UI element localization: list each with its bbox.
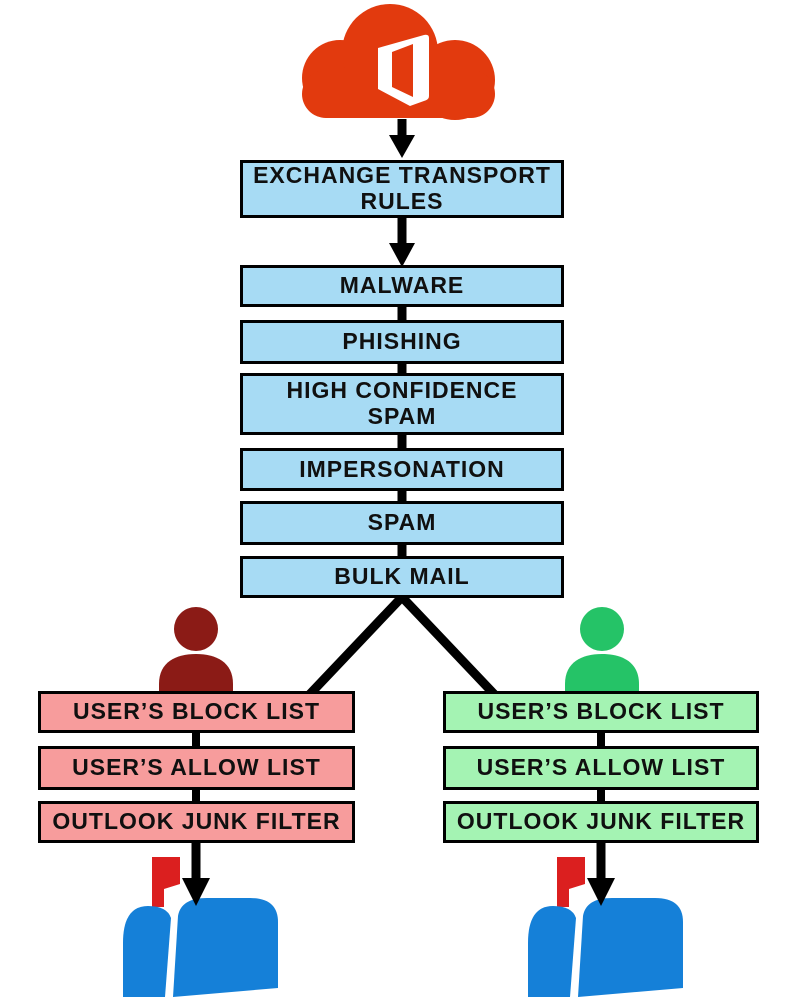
- node-impersonation: IMPERSONATION: [240, 448, 564, 491]
- node-malware: MALWARE: [240, 265, 564, 307]
- mailbox-icon-left: [123, 857, 278, 997]
- node-left-users-block-list: USER’S BLOCK LIST: [38, 691, 355, 733]
- office-logo-icon: [378, 34, 429, 106]
- flag-icon: [557, 857, 585, 907]
- mailbox-icon-right: [528, 857, 683, 997]
- mailbox-body: [578, 898, 683, 997]
- node-label: MALWARE: [339, 272, 465, 299]
- node-phishing: PHISHING: [240, 320, 564, 364]
- node-label: OUTLOOK JUNK FILTER: [456, 808, 746, 835]
- node-right-users-block-list: USER’S BLOCK LIST: [443, 691, 759, 733]
- office-365-cloud-icon: [302, 4, 495, 120]
- node-high-confidence-spam: HIGH CONFIDENCE SPAM: [240, 373, 564, 435]
- node-label: BULK MAIL: [334, 563, 470, 590]
- node-exchange-transport-rules: EXCHANGE TRANSPORT RULES: [240, 160, 564, 218]
- node-right-users-allow-list: USER’S ALLOW LIST: [443, 746, 759, 790]
- arrowhead-right-mailbox: [587, 878, 615, 906]
- node-left-users-allow-list: USER’S ALLOW LIST: [38, 746, 355, 790]
- node-label: USER’S ALLOW LIST: [476, 754, 726, 781]
- node-label: USER’S BLOCK LIST: [72, 698, 320, 725]
- node-left-outlook-junk-filter: OUTLOOK JUNK FILTER: [38, 801, 355, 843]
- user-shoulders: [565, 654, 639, 692]
- node-label: USER’S BLOCK LIST: [477, 698, 725, 725]
- arrowhead-left-mailbox: [182, 878, 210, 906]
- mailbox-body: [173, 898, 278, 997]
- mailbox-front: [123, 906, 171, 997]
- node-label: HIGH CONFIDENCE SPAM: [286, 377, 518, 429]
- user-icon-left: [159, 607, 233, 692]
- node-label: IMPERSONATION: [299, 455, 505, 482]
- node-label: USER’S ALLOW LIST: [72, 754, 321, 781]
- node-label: PHISHING: [342, 328, 462, 355]
- node-label: SPAM: [367, 509, 437, 536]
- node-right-outlook-junk-filter: OUTLOOK JUNK FILTER: [443, 801, 759, 843]
- node-spam: SPAM: [240, 501, 564, 545]
- user-head: [174, 607, 218, 651]
- node-label: OUTLOOK JUNK FILTER: [52, 808, 341, 835]
- user-head: [580, 607, 624, 651]
- connector-split-branches: [306, 590, 498, 698]
- user-icon-right: [565, 607, 639, 692]
- mailbox-front: [528, 906, 576, 997]
- node-label: EXCHANGE TRANSPORT RULES: [253, 162, 551, 214]
- arrowhead-transport-to-malware: [389, 243, 415, 267]
- flag-icon: [152, 857, 180, 907]
- node-bulk-mail: BULK MAIL: [240, 556, 564, 598]
- user-shoulders: [159, 654, 233, 692]
- arrowhead-cloud-to-transport: [389, 135, 415, 158]
